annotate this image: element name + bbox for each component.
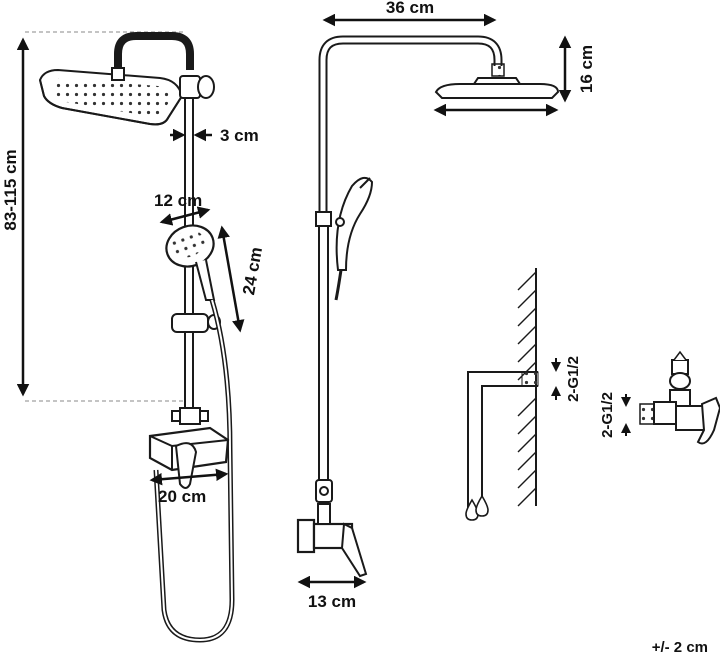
side-riser-pipe	[318, 215, 329, 497]
wall-hatching	[517, 271, 537, 507]
mixer-width-arrow	[149, 468, 229, 486]
inlet-thread	[521, 371, 539, 387]
water-drops-icon	[465, 494, 489, 521]
side-diverter	[315, 479, 333, 503]
detail-valve	[639, 350, 720, 445]
side-arm-pipe-highlight	[320, 37, 501, 220]
hand-shower	[165, 224, 216, 301]
side-valve	[296, 503, 368, 578]
rain-shower-head	[38, 67, 184, 126]
valve-thread-label: 2-G1/2	[599, 392, 616, 438]
inlet-pipe	[467, 371, 538, 510]
side-slider-bracket	[315, 211, 332, 227]
arm-length-label: 36 cm	[386, 0, 434, 17]
tolerance-label: +/- 2 cm	[652, 639, 708, 656]
hand-shower-length-arrow	[217, 225, 245, 333]
hand-shower-length-label: 24 cm	[239, 246, 266, 297]
height-range-label: 83-115 cm	[1, 149, 20, 230]
mixer-width-label: 20 cm	[158, 487, 206, 506]
wall-connection-detail: 2-G1/2 2-G1/2	[465, 268, 720, 521]
perspective-view: 83-115 cm 3 cm 12 cm	[1, 31, 266, 643]
wall-thread-label: 2-G1/2	[565, 356, 582, 402]
hand-shower-width-arrow	[159, 206, 211, 226]
shower-hose-highlight	[155, 299, 234, 642]
slider-holder	[171, 313, 221, 333]
diverter	[171, 407, 209, 425]
pipe-diameter-label: 3 cm	[220, 126, 259, 145]
top-wall-bracket	[179, 75, 215, 99]
side-view: 36 cm 16 cm	[296, 0, 596, 611]
valve-width-label: 13 cm	[308, 592, 356, 611]
shower-arm-pipe	[114, 32, 194, 72]
head-height-label: 16 cm	[577, 45, 596, 93]
side-shower-head	[434, 63, 560, 99]
side-hand-shower	[334, 176, 374, 301]
hand-shower-width-label: 12 cm	[154, 191, 202, 210]
shower-arm-pipe-highlight	[115, 33, 193, 72]
